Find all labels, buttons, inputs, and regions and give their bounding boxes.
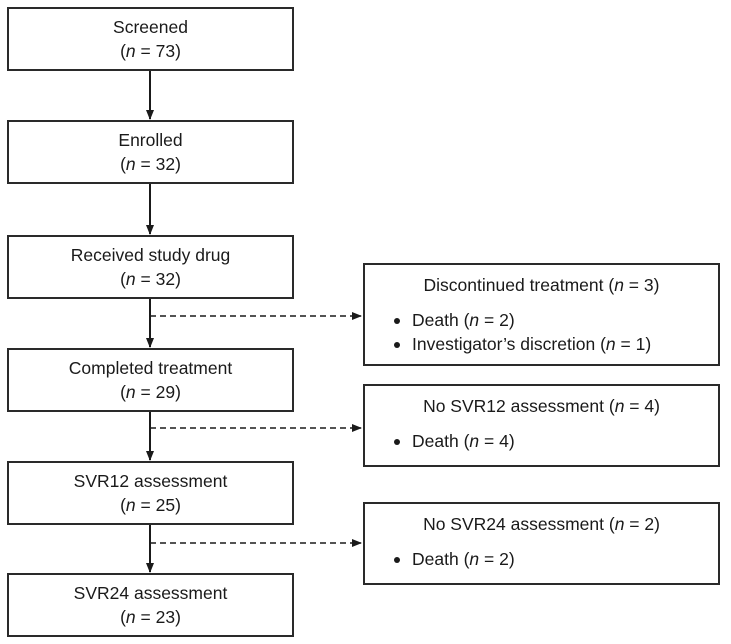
stage-label: Received study drug (70, 245, 231, 265)
stage-box-screened: Screened (n = 73) (7, 7, 294, 71)
exclusion-reason-item: Death (n = 2) (391, 308, 704, 332)
stage-count: (n = 32) (120, 269, 181, 289)
stage-box-svr12-assessment: SVR12 assessment (n = 25) (7, 461, 294, 525)
stage-count: (n = 32) (120, 154, 181, 174)
exclusion-reason-list: Death (n = 2) (391, 547, 704, 571)
stage-box-svr24-assessment: SVR24 assessment (n = 23) (7, 573, 294, 637)
stage-box-enrolled: Enrolled (n = 32) (7, 120, 294, 184)
stage-box-received-study-drug: Received study drug (n = 32) (7, 235, 294, 299)
exclusion-box-no-svr24-assessment: No SVR24 assessment (n = 2) Death (n = 2… (363, 502, 720, 585)
exclusion-box-no-svr12-assessment: No SVR12 assessment (n = 4) Death (n = 4… (363, 384, 720, 467)
exclusion-reason-list: Death (n = 4) (391, 429, 704, 453)
exclusion-box-discontinued-treatment: Discontinued treatment (n = 3) Death (n … (363, 263, 720, 366)
stage-count: (n = 25) (120, 495, 181, 515)
exclusion-title: No SVR12 assessment (n = 4) (423, 396, 660, 416)
stage-count: (n = 23) (120, 607, 181, 627)
exclusion-title: No SVR24 assessment (n = 2) (423, 514, 660, 534)
stage-label: Enrolled (118, 130, 183, 150)
stage-count: (n = 29) (120, 382, 181, 402)
exclusion-reason-item: Death (n = 4) (391, 429, 704, 453)
stage-count: (n = 73) (120, 41, 181, 61)
stage-label: SVR12 assessment (73, 471, 228, 491)
exclusion-reason-item: Death (n = 2) (391, 547, 704, 571)
exclusion-reason-list: Death (n = 2) Investigator’s discretion … (391, 308, 704, 356)
stage-label: Screened (113, 17, 188, 37)
exclusion-reason-item: Investigator’s discretion (n = 1) (391, 332, 704, 356)
stage-box-completed-treatment: Completed treatment (n = 29) (7, 348, 294, 412)
stage-label: SVR24 assessment (73, 583, 228, 603)
stage-label: Completed treatment (68, 358, 233, 378)
exclusion-title: Discontinued treatment (n = 3) (423, 275, 660, 295)
